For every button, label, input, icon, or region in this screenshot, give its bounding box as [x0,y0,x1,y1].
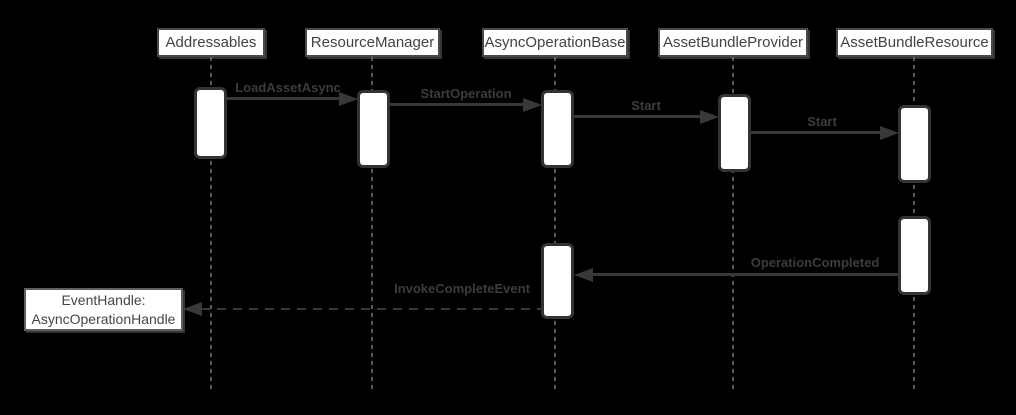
message-line-invokecompleteevent [201,308,541,310]
message-line-start-provider [574,115,700,118]
actor-box-assetbundleprovider: AssetBundleProvider [658,28,808,57]
actor-label-addressables: Addressables [165,34,257,51]
actor-box-assetbundleresource: AssetBundleResource [836,28,993,57]
activation-resourcemanager [357,90,390,168]
message-label-startoperation: StartOperation [420,86,512,101]
actor-label-asyncoperationbase: AsyncOperationBase [484,34,626,51]
arrowhead-left-icon [574,268,593,282]
lifeline-resourcemanager [371,57,373,393]
note-eventhandle-box: EventHandle: AsyncOperationHandle [24,288,183,331]
activation-assetbundleresource-1 [898,105,931,183]
message-label-start-provider: Start [631,98,661,113]
activation-addressables [194,87,227,159]
note-line-2: AsyncOperationHandle [31,310,176,327]
activation-assetbundleprovider [718,94,751,172]
arrowhead-right-icon [339,92,358,106]
message-label-start-resource: Start [807,114,837,129]
activation-asyncoperationbase-1 [541,90,574,168]
message-line-loadassetasync [227,97,339,100]
message-label-loadassetasync: LoadAssetAsync [235,80,341,95]
arrowhead-left-icon [183,302,202,316]
arrowhead-right-icon [880,126,899,140]
actor-box-asyncoperationbase: AsyncOperationBase [482,28,628,57]
message-label-invokecompleteevent: InvokeCompleteEvent [394,281,530,296]
actor-box-resourcemanager: ResourceManager [305,28,440,57]
message-line-operationcompleted [592,273,898,276]
lifeline-asyncoperationbase [554,57,556,393]
activation-assetbundleresource-2 [898,216,931,295]
actor-box-addressables: Addressables [157,28,265,57]
actor-label-resourcemanager: ResourceManager [310,34,435,51]
message-label-operationcompleted: OperationCompleted [750,255,880,270]
arrowhead-right-icon [700,110,719,124]
message-line-start-resource [751,131,880,134]
arrowhead-right-icon [523,98,542,112]
actor-label-assetbundleresource: AssetBundleResource [840,34,989,51]
activation-asyncoperationbase-2 [541,243,574,319]
actor-label-assetbundleprovider: AssetBundleProvider [662,34,804,51]
message-line-startoperation [390,103,523,106]
lifeline-addressables [210,57,212,393]
note-line-1: EventHandle: [61,291,146,308]
lifeline-assetbundleprovider [732,57,734,393]
